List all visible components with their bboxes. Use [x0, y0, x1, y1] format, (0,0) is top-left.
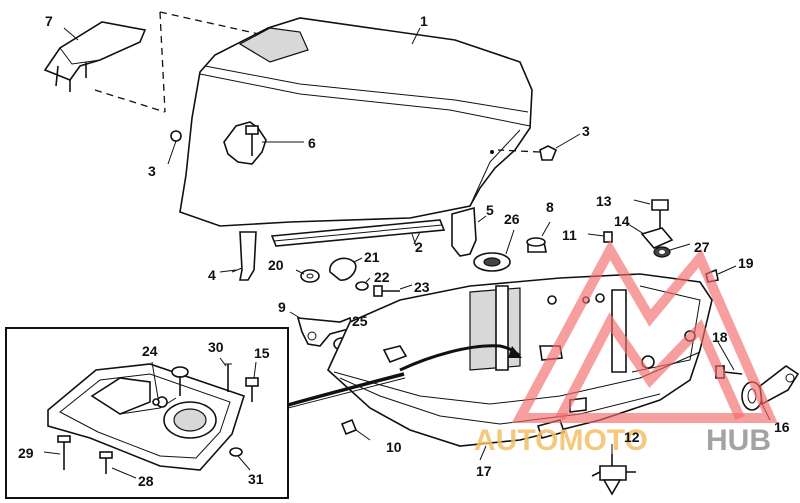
callout-15: 15 [254, 345, 270, 361]
part-27-washer [653, 243, 691, 258]
part-26-grommet [473, 229, 515, 272]
callout-27: 27 [694, 239, 710, 255]
callout-3-right: 3 [582, 123, 590, 139]
part-9-latch-lever [289, 311, 353, 347]
linkage-rod [399, 344, 522, 372]
callout-29: 29 [18, 445, 34, 461]
callout-13: 13 [596, 193, 612, 209]
part-20-washer [295, 269, 320, 283]
part-21-clip [329, 257, 363, 281]
callout-18: 18 [712, 329, 728, 345]
callout-12: 12 [624, 429, 640, 445]
part-4-bracket [231, 231, 257, 281]
callout-30: 30 [208, 339, 224, 355]
callout-14: 14 [614, 213, 630, 229]
part-14-clamp [627, 223, 674, 249]
callout-31: 31 [248, 471, 264, 487]
leader-lines [63, 27, 421, 273]
part-12-valve [591, 444, 636, 496]
part-22-nut [355, 277, 371, 291]
callout-19: 19 [738, 255, 754, 271]
inset-fasteners [57, 363, 259, 474]
callout-labels: 1 2 3 3 4 5 6 7 8 9 10 11 12 13 14 15 16… [18, 13, 790, 489]
part-5-bracket [451, 206, 487, 257]
part-10-plug [340, 418, 371, 441]
callout-8: 8 [546, 199, 554, 215]
part-7-handle-cover [43, 21, 147, 92]
inset-pan-plate [47, 363, 245, 471]
part-23-bolt [373, 284, 413, 297]
part-13-bolt [633, 199, 669, 230]
part-11-pin [587, 231, 613, 243]
inset-leader-lines [43, 357, 257, 479]
callout-9: 9 [278, 299, 286, 315]
callout-4: 4 [208, 267, 216, 283]
callout-5: 5 [486, 202, 494, 218]
callout-6: 6 [308, 135, 316, 151]
callout-10: 10 [386, 439, 402, 455]
callout-11: 11 [562, 227, 577, 243]
callout-26: 26 [504, 211, 520, 227]
callout-23: 23 [414, 279, 430, 295]
callout-25: 25 [352, 313, 368, 329]
callout-21: 21 [364, 249, 380, 265]
callout-1: 1 [420, 13, 428, 29]
callout-22: 22 [374, 269, 390, 285]
callout-28: 28 [138, 473, 154, 489]
callout-16: 16 [774, 419, 790, 435]
watermark-brand-part2: HUB [706, 424, 771, 457]
watermark-brand-part1: AUTOMOTO [474, 424, 648, 457]
part-17-lower-pan [327, 273, 713, 461]
part-8-bushing [526, 221, 551, 253]
callout-3-left: 3 [148, 163, 156, 179]
part-6-screw [245, 125, 304, 156]
watermark-logo: AUTOMOTO HUB [474, 239, 778, 457]
inset-detail-box [5, 327, 406, 499]
callout-2: 2 [415, 239, 423, 255]
callout-7: 7 [45, 13, 53, 29]
callout-24: 24 [142, 343, 158, 359]
part-2-seal-strip [270, 219, 446, 247]
callout-20: 20 [268, 257, 284, 273]
callout-17: 17 [476, 463, 492, 479]
part-1-upper-cover [179, 17, 533, 227]
part-3-screws [167, 130, 581, 165]
